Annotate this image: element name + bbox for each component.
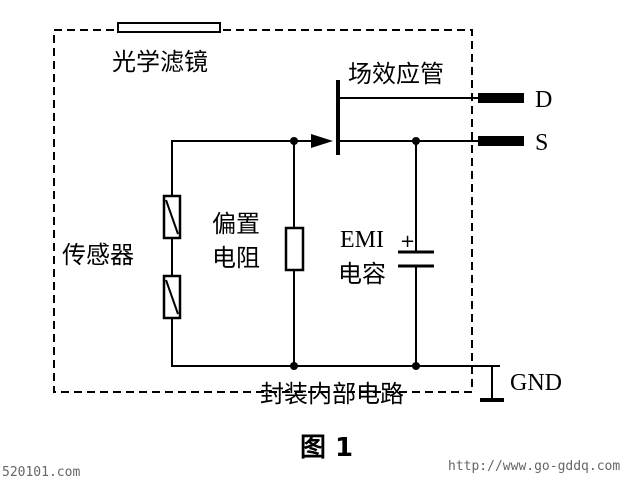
gate-arrow bbox=[311, 134, 333, 148]
junction-dot bbox=[290, 362, 298, 370]
junction-dot bbox=[290, 137, 298, 145]
watermark-right: http://www.go-gddq.com bbox=[448, 459, 620, 474]
label-terminal-s: S bbox=[535, 130, 548, 156]
terminal-d-connector bbox=[478, 93, 524, 103]
label-sensor: 传感器 bbox=[62, 241, 134, 269]
label-terminal-gnd: GND bbox=[510, 370, 562, 396]
figure-caption: 图 1 bbox=[300, 433, 353, 463]
label-emi-cap-1: EMI bbox=[340, 227, 384, 253]
label-cap-polarity: + bbox=[400, 231, 415, 252]
label-emi-cap-2: 电容 bbox=[338, 260, 386, 288]
bias-resistor bbox=[284, 226, 305, 272]
gnd-wire bbox=[472, 365, 493, 400]
junction-dot bbox=[412, 137, 420, 145]
label-package-circuit: 封装内部电路 bbox=[260, 380, 404, 408]
package-boundary bbox=[53, 29, 473, 393]
label-fet: 场效应管 bbox=[348, 60, 444, 88]
terminal-s-connector bbox=[478, 136, 524, 146]
label-bias-resistor-2: 电阻 bbox=[212, 244, 260, 272]
sensor-element-upper-mark bbox=[165, 199, 179, 235]
sensor-element-lower-mark bbox=[165, 279, 179, 315]
optical-filter-bar bbox=[117, 22, 221, 33]
label-optical-filter: 光学滤镜 bbox=[112, 48, 208, 76]
watermark-left: 520101.com bbox=[2, 465, 80, 480]
junction-dot bbox=[412, 362, 420, 370]
label-bias-resistor-1: 偏置 bbox=[212, 210, 260, 238]
label-terminal-d: D bbox=[535, 87, 552, 113]
